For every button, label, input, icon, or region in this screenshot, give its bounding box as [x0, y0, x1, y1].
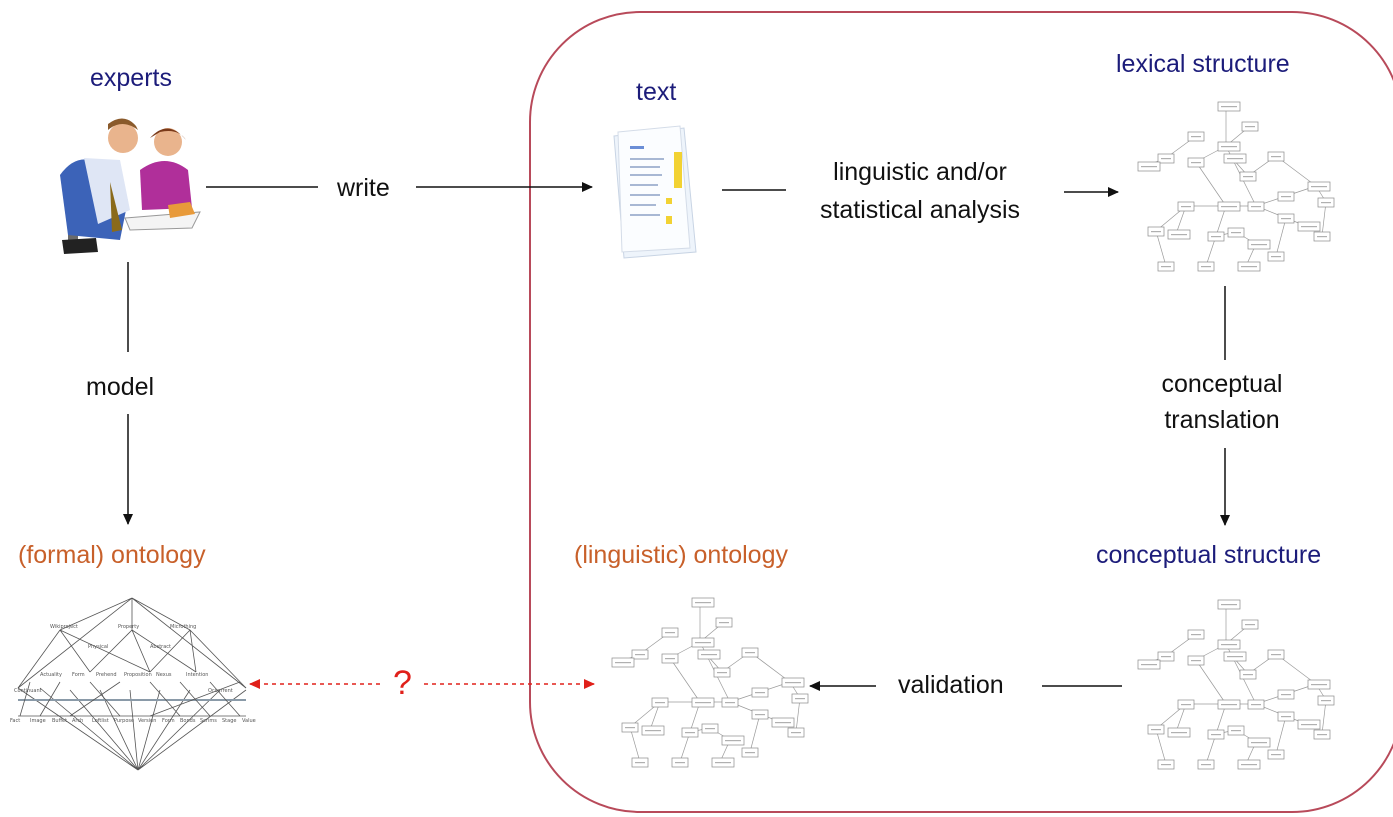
- svg-text:Intention: Intention: [186, 672, 208, 678]
- process-frame: [529, 11, 1393, 813]
- svg-text:Fact: Fact: [10, 718, 20, 724]
- svg-text:Stage: Stage: [222, 718, 236, 724]
- svg-text:Proposition: Proposition: [124, 672, 152, 678]
- svg-text:Actuality: Actuality: [40, 672, 62, 678]
- svg-text:Physical: Physical: [88, 644, 108, 650]
- svg-text:Wikiproject: Wikiproject: [50, 624, 78, 630]
- experts-illustration: [60, 118, 201, 254]
- lexical-structure-label: lexical structure: [1116, 50, 1290, 78]
- svg-text:Property: Property: [118, 624, 139, 630]
- svg-text:Bonds: Bonds: [180, 718, 196, 724]
- svg-text:Form: Form: [162, 718, 175, 724]
- svg-text:Microthing: Microthing: [170, 624, 196, 630]
- svg-text:Form: Form: [72, 672, 85, 678]
- svg-text:Image: Image: [30, 718, 46, 724]
- analysis-label-line1: linguistic and/or: [833, 158, 1007, 186]
- linguistic-ontology-graph: [611, 597, 809, 768]
- model-label: model: [86, 373, 155, 401]
- question-mark: ?: [393, 664, 412, 702]
- svg-text:Arch: Arch: [72, 718, 83, 724]
- svg-text:Prehend: Prehend: [96, 672, 117, 678]
- svg-text:Abstract: Abstract: [150, 644, 171, 650]
- svg-text:Occurrent: Occurrent: [208, 688, 233, 694]
- text-document-illustration: [613, 125, 697, 259]
- analysis-label-line2: statistical analysis: [819, 196, 1021, 224]
- text-label: text: [636, 78, 677, 106]
- formal-ontology-label: (formal) ontology: [18, 541, 206, 569]
- linguistic-ontology-label: (linguistic) ontology: [574, 541, 788, 569]
- conceptual-structure-label: conceptual structure: [1096, 541, 1322, 569]
- conceptual-structure-graph: [1137, 599, 1335, 770]
- svg-text:Buffet: Buffet: [52, 718, 67, 724]
- lexical-structure-graph: [1137, 101, 1335, 272]
- svg-text:Value: Value: [242, 718, 256, 724]
- conceptual-translation-line2: translation: [1164, 406, 1280, 434]
- svg-text:Scrims: Scrims: [200, 718, 217, 724]
- svg-text:Purpose: Purpose: [114, 718, 134, 724]
- formal-ontology-graph: [17, 597, 247, 771]
- svg-text:Loftlist: Loftlist: [92, 718, 109, 724]
- svg-text:Version: Version: [138, 718, 156, 724]
- write-label: write: [337, 174, 390, 202]
- svg-text:Nexus: Nexus: [156, 672, 172, 678]
- svg-text:Continuant: Continuant: [14, 688, 42, 694]
- validation-label: validation: [898, 671, 1004, 699]
- experts-label: experts: [90, 64, 172, 92]
- conceptual-translation-line1: conceptual: [1161, 370, 1283, 398]
